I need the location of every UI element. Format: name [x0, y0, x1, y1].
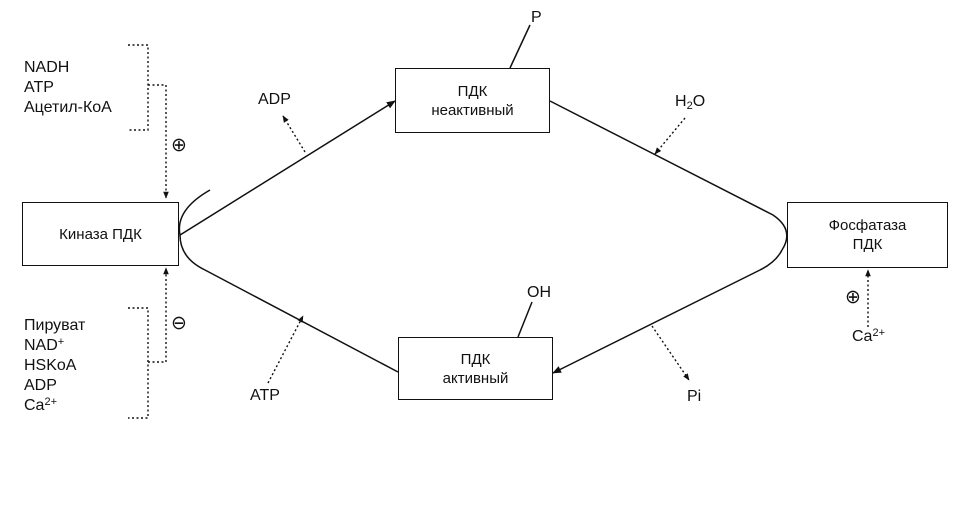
inhibitor-item: NAD+	[24, 336, 85, 356]
kinase-box: Киназа ПДК	[22, 202, 179, 266]
kinase-activators-list: NADH ATP Ацетил-КоА	[24, 58, 112, 118]
inactive-pdh-name: ПДК	[457, 82, 488, 100]
inhibitors-bracket	[128, 307, 149, 419]
inhibitor-nad: NAD	[24, 337, 58, 354]
kinase-inhibitors-list: Пируват NAD+ HSKoA ADP Ca2+	[24, 316, 85, 416]
water-subscript: 2	[686, 100, 693, 112]
kinase-box-label: Киназа ПДК	[59, 225, 142, 243]
activators-connector	[148, 84, 169, 199]
kinase-return-curve	[179, 234, 399, 373]
hydroxyl-stem	[517, 301, 533, 338]
inhibitor-calcium: Ca	[24, 397, 45, 414]
phosphorylation-arrow	[178, 100, 396, 237]
active-pdh-box: ПДК активный	[398, 337, 553, 400]
activators-bracket	[128, 44, 149, 131]
phosphatase-name: Фосфатаза	[828, 217, 907, 234]
inhibitor-item: ADP	[24, 377, 57, 394]
activation-sign: ⊕	[171, 135, 187, 156]
active-pdh-name: ПДК	[460, 350, 491, 368]
phosphatase-activation-sign: ⊕	[845, 287, 861, 308]
water-h: H	[675, 93, 687, 110]
inhibitor-item: Ca2+	[24, 396, 85, 416]
inhibitors-connector	[148, 267, 169, 363]
inhibition-sign: ⊖	[171, 313, 187, 334]
calcium-label: Ca2+	[852, 327, 885, 346]
atp-label: ATP	[250, 387, 280, 404]
nad-charge: +	[57, 336, 65, 348]
adp-label: ADP	[258, 91, 291, 108]
inhibitor-item: HSKoA	[24, 357, 77, 374]
activator-item: ATP	[24, 79, 54, 96]
calcium-base: Ca	[852, 328, 873, 345]
water-label: H2O	[675, 92, 706, 112]
dephosphorylation-arrow-upper	[549, 100, 788, 251]
water-input-arrow	[654, 117, 686, 155]
active-pdh-state: активный	[442, 369, 509, 387]
inactive-pdh-box: ПДК неактивный	[395, 68, 550, 133]
activator-item: NADH	[24, 59, 70, 76]
inhibitor-calcium-charge: 2+	[44, 396, 57, 408]
phosphatase-target: ПДК	[852, 236, 883, 253]
phosphate-stem	[509, 24, 531, 69]
hydroxyl-label: OH	[527, 284, 551, 301]
calcium-charge: 2+	[872, 327, 885, 339]
atp-input-arrow	[267, 315, 304, 384]
phosphate-label: P	[531, 9, 542, 26]
adp-release-arrow	[282, 115, 306, 153]
dephosphorylation-arrow	[552, 249, 783, 374]
inactive-pdh-state: неактивный	[431, 101, 514, 119]
inhibitor-item: Пируват	[24, 317, 86, 334]
water-o: O	[692, 93, 706, 110]
phosphatase-box: Фосфатаза ПДК	[787, 202, 948, 268]
activator-item: Ацетил-КоА	[24, 99, 112, 116]
pi-label: Pi	[687, 388, 702, 405]
pi-release-arrow	[651, 325, 690, 381]
